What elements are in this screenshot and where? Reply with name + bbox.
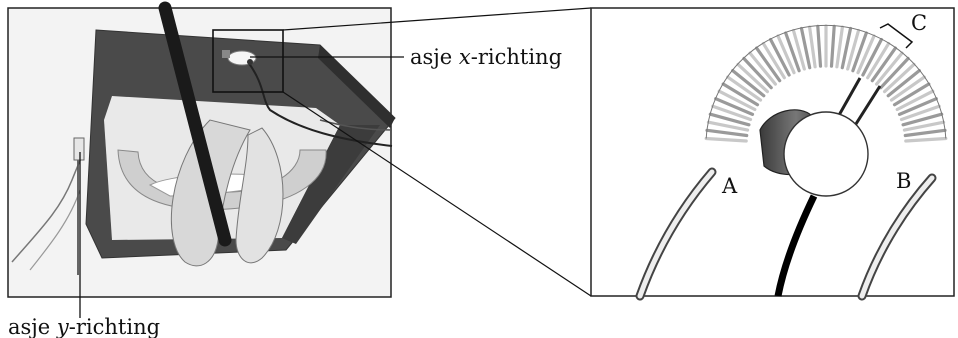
coil-winding bbox=[726, 75, 763, 102]
coil-winding bbox=[851, 31, 868, 73]
black-rod bbox=[158, 1, 232, 247]
coil-winding bbox=[761, 41, 786, 80]
coil-winding bbox=[754, 46, 782, 83]
coil bbox=[704, 24, 948, 143]
coil-winding bbox=[714, 97, 755, 117]
ring-vertical-2 bbox=[235, 127, 284, 264]
coil-winding bbox=[708, 112, 751, 127]
support-left-hl bbox=[637, 169, 715, 299]
coil-winding bbox=[846, 28, 861, 71]
axle-x-hub bbox=[247, 59, 253, 65]
x-axle-label: asje x-richting bbox=[410, 45, 562, 69]
coil-winding bbox=[704, 136, 748, 143]
coil-winding bbox=[895, 89, 935, 112]
coil-winding bbox=[829, 24, 836, 68]
right-black-rod bbox=[774, 194, 818, 297]
coil-winding bbox=[840, 26, 853, 70]
coil-winding bbox=[711, 104, 753, 122]
coil-winding bbox=[903, 128, 947, 138]
coil-winding bbox=[899, 104, 941, 122]
coil-winding bbox=[856, 34, 876, 75]
support-right-hl bbox=[859, 175, 935, 299]
coil-winding bbox=[882, 62, 916, 94]
wire-right-1 bbox=[247, 61, 393, 147]
coil-winding bbox=[721, 82, 760, 107]
left-photo-panel bbox=[7, 1, 396, 298]
coil-winding bbox=[901, 112, 944, 127]
label-b: B bbox=[896, 169, 911, 193]
coil-winding bbox=[835, 25, 845, 69]
coil-winding bbox=[748, 51, 778, 86]
coil-winding bbox=[866, 41, 891, 80]
label-c: C bbox=[911, 11, 927, 35]
coil-winding bbox=[784, 31, 801, 73]
coil-winding bbox=[799, 26, 812, 70]
coil-winding bbox=[706, 120, 750, 132]
hub-disk bbox=[783, 111, 869, 197]
coil-winding bbox=[892, 82, 931, 107]
zoom-line-bottom bbox=[282, 91, 592, 297]
coil-winding bbox=[889, 75, 926, 102]
coil-winding bbox=[870, 46, 898, 83]
coil-winding bbox=[879, 56, 910, 90]
coil-winding bbox=[874, 51, 904, 86]
coil-winding bbox=[742, 56, 773, 90]
wire-left-2 bbox=[29, 189, 81, 271]
coil-winding bbox=[861, 37, 884, 77]
coil-outer-edge bbox=[705, 24, 947, 139]
axle-y-block bbox=[73, 137, 85, 161]
c-bracket bbox=[879, 23, 914, 49]
coil-winding bbox=[731, 68, 766, 98]
coil-winding bbox=[904, 136, 948, 143]
coil-winding bbox=[768, 37, 791, 77]
right-zoom-panel: A B C bbox=[590, 7, 955, 301]
coil-winding bbox=[717, 89, 757, 112]
coil-winding bbox=[736, 62, 770, 94]
coil-winding bbox=[897, 97, 938, 117]
coil-winding bbox=[807, 25, 817, 69]
coil-winding bbox=[776, 34, 796, 75]
zoom-box bbox=[212, 29, 284, 93]
coil-winding bbox=[816, 24, 823, 68]
coil-winding bbox=[705, 128, 749, 138]
coil-winding bbox=[886, 68, 921, 98]
box-inner-side bbox=[282, 125, 380, 244]
axle-x-clamp bbox=[222, 50, 230, 58]
coil-winding bbox=[902, 120, 946, 132]
zoom-line-top bbox=[282, 7, 592, 31]
label-a: A bbox=[721, 174, 738, 198]
box-frame-side bbox=[318, 45, 395, 128]
coil-winding bbox=[791, 28, 806, 71]
y-axle-label: asje y-richting bbox=[8, 315, 160, 338]
